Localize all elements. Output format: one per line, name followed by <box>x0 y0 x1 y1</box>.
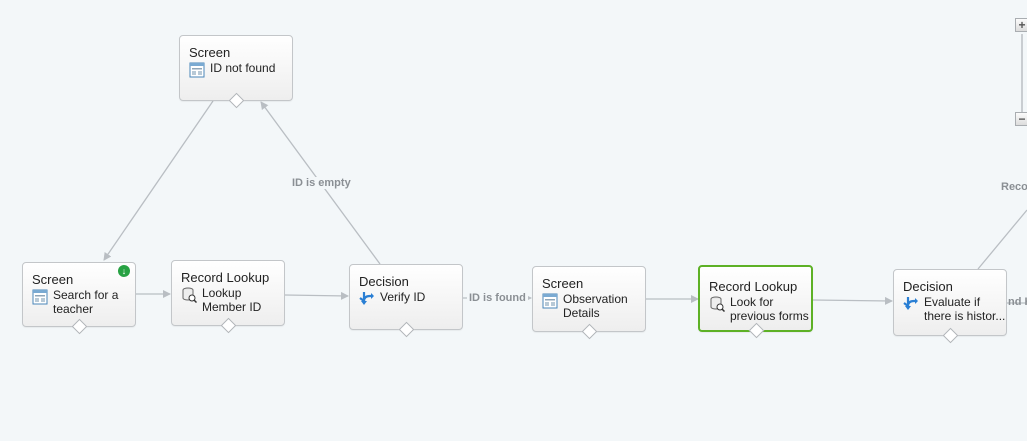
node-screen-observation[interactable]: Screen Observation Details <box>532 266 646 340</box>
record-lookup-icon <box>710 296 725 312</box>
decision-icon <box>359 292 374 305</box>
node-type-label: Screen <box>189 45 231 60</box>
connector-label-id-is-found: ID is found <box>467 292 528 304</box>
node-record-lookup-member[interactable]: Record Lookup Lookup Member ID <box>171 260 285 334</box>
node-label: Evaluate if there is histor... <box>924 296 1006 323</box>
connector-idnotfound-to-search <box>103 100 214 261</box>
zoom-in-button[interactable]: + <box>1015 18 1027 32</box>
node-type-label: Decision <box>359 274 409 289</box>
node-type-label: Record Lookup <box>709 279 798 294</box>
connector-lookup-to-verify <box>284 291 349 300</box>
connector-label-id-is-empty: ID is empty <box>290 177 353 189</box>
node-label: Verify ID <box>380 291 426 304</box>
zoom-out-button[interactable]: − <box>1015 112 1027 126</box>
node-type-label: Decision <box>903 279 953 294</box>
node-record-lookup-previous-forms[interactable]: Record Lookup Look for previous forms <box>698 265 813 339</box>
connector-previous-to-evaluate <box>812 296 893 305</box>
node-decision-verify-id[interactable]: Decision Verify ID <box>349 264 463 338</box>
node-screen-id-not-found[interactable]: Screen ID not found <box>179 35 293 109</box>
record-lookup-icon <box>182 287 197 303</box>
node-label: Observation Details <box>563 293 628 320</box>
node-screen-search[interactable]: ↓ Screen Search for a teacher mem... <box>22 262 136 335</box>
zoom-control[interactable]: + − <box>1015 18 1027 128</box>
node-type-label: Record Lookup <box>181 270 270 285</box>
connector-label-reco: Reco <box>999 181 1027 193</box>
node-type-label: Screen <box>32 272 74 287</box>
screen-icon <box>189 62 205 78</box>
screen-icon <box>32 289 48 305</box>
connector-label-nd-h: nd H <box>1008 296 1027 308</box>
screen-icon <box>542 293 558 309</box>
start-element-icon: ↓ <box>118 265 130 277</box>
node-label: ID not found <box>210 62 276 75</box>
node-label: Lookup Member ID <box>202 287 262 314</box>
node-label: Look for previous forms <box>730 296 809 323</box>
decision-icon <box>903 297 918 310</box>
node-type-label: Screen <box>542 276 584 291</box>
connector-evaluate-up <box>977 209 1027 270</box>
node-decision-evaluate[interactable]: Decision Evaluate if there is histor... <box>893 269 1007 344</box>
zoom-slider-track[interactable] <box>1021 34 1023 112</box>
node-label: Search for a teacher mem... <box>53 289 119 316</box>
